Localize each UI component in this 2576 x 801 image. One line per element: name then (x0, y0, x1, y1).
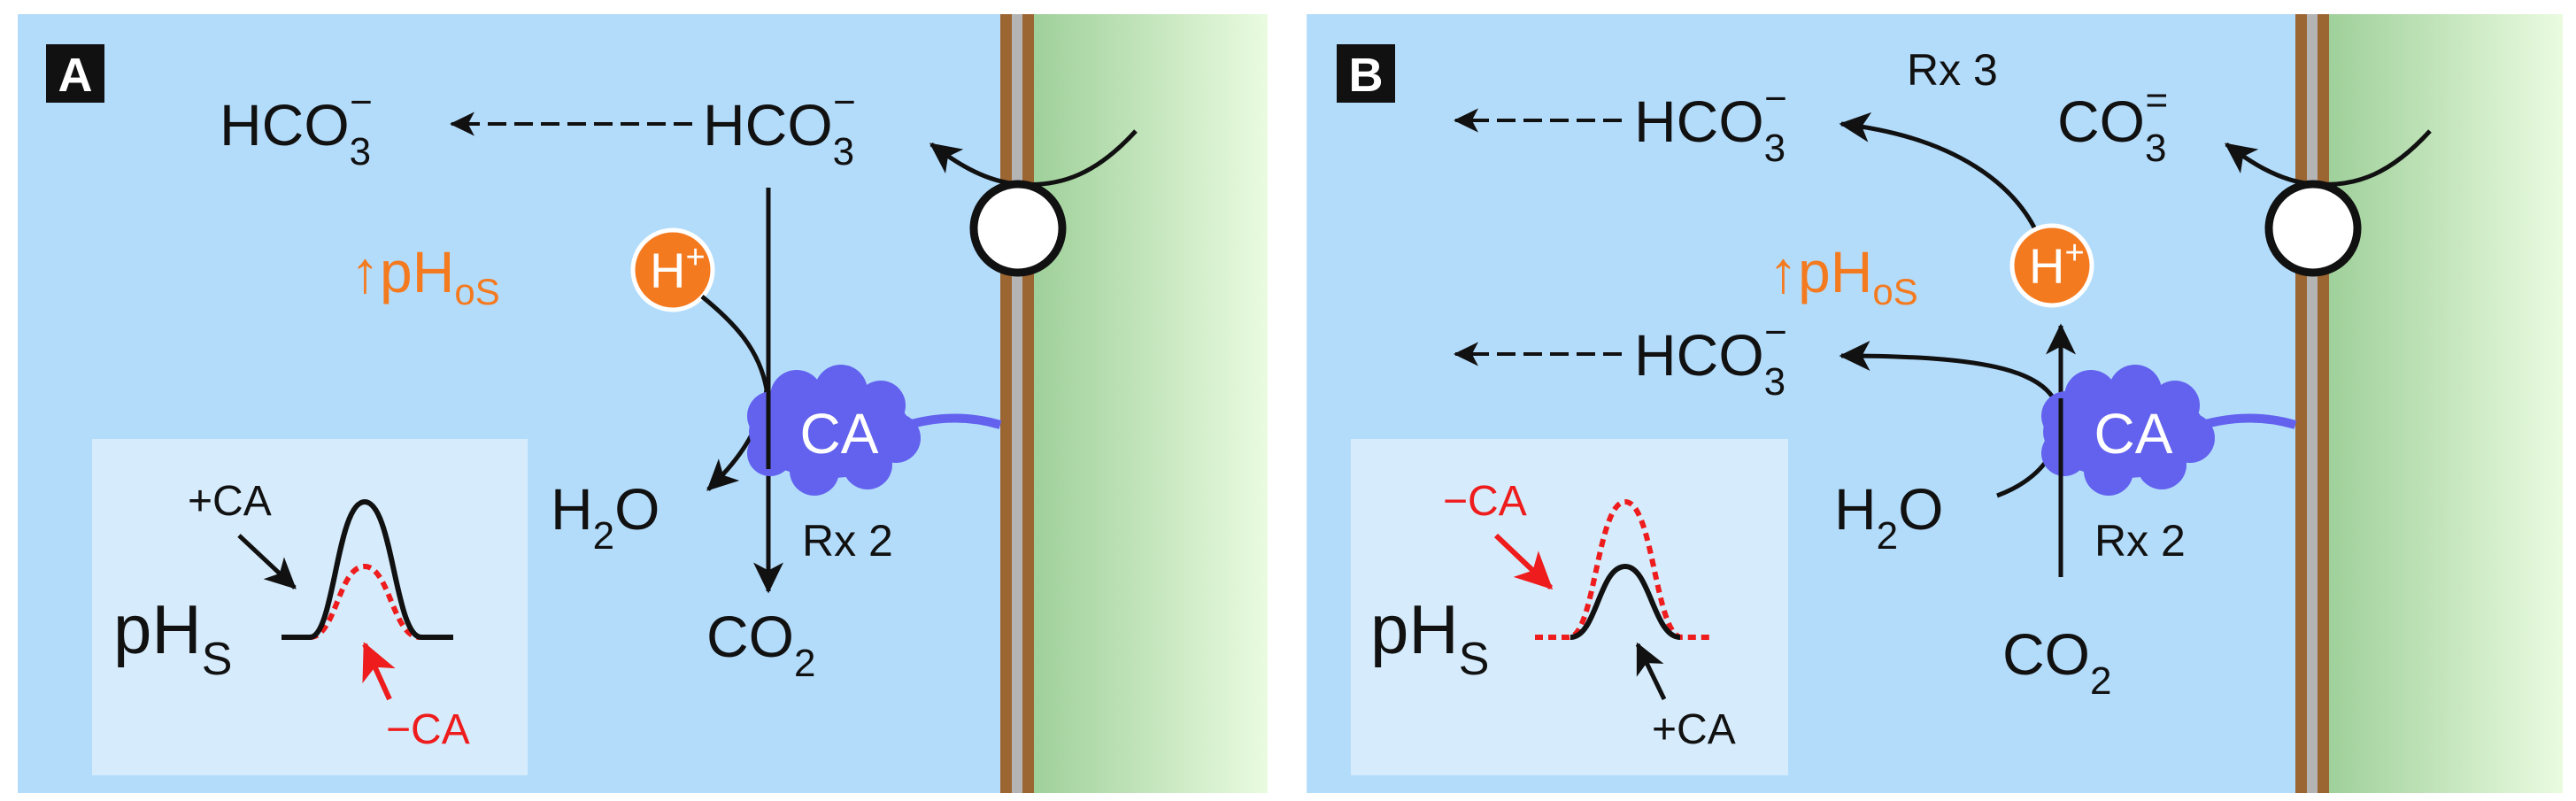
inset-b: pHS −CA +CA (1351, 439, 1788, 775)
inset-b-minus-ca-trace (1535, 498, 1710, 640)
inset-a-minus-ca-label: −CA (386, 706, 470, 753)
reaction-2-label-a: Rx 2 (802, 516, 893, 566)
water-label-a: H2O (551, 476, 660, 558)
proton-label-b: H+ (2029, 235, 2085, 294)
bicarbonate-near-label: HCO3− (703, 81, 856, 173)
panel-a-membrane (1000, 14, 1034, 793)
panel-b: B HCO3− Rx 3 CO3= ↑pHoS H+ HCO3− (1307, 14, 2563, 793)
carbonic-anhydrase-enzyme-a (747, 365, 921, 496)
panel-a-label-box (46, 44, 104, 103)
inset-a-plus-ca-arrow (237, 534, 297, 589)
panel-b-membrane (2295, 14, 2329, 793)
panel-b-label-box (1337, 44, 1395, 103)
inset-a-plus-ca-label: +CA (188, 478, 272, 525)
inset-a-plus-ca-trace (282, 498, 453, 640)
reaction-3-label: Rx 3 (1907, 45, 1998, 95)
co2-label-b: CO2 (2002, 621, 2111, 703)
inset-a: pHS +CA −CA (92, 439, 528, 775)
ph-surface-label-b: ↑pHoS (1769, 239, 1918, 312)
carbonic-anhydrase-enzyme-b (2041, 365, 2215, 496)
panel-a-cell-interior (1034, 14, 1268, 793)
inset-a-ph-label: pHS (113, 590, 232, 685)
inset-a-minus-ca-trace (309, 563, 420, 640)
bicarbonate-far-label: HCO3− (220, 81, 373, 173)
inset-b-plus-ca-arrow (1635, 642, 1667, 701)
water-label-b: H2O (1834, 476, 1944, 558)
enzyme-label-a: CA (800, 402, 879, 466)
inset-a-box (92, 439, 528, 775)
co2-label-a: CO2 (706, 604, 815, 685)
inset-b-box (1351, 439, 1788, 775)
inset-b-minus-ca-arrow (1493, 533, 1554, 590)
inset-b-minus-ca-label: −CA (1443, 478, 1527, 525)
proton-circle-a (630, 227, 715, 312)
proton-circle-b (2009, 223, 2094, 308)
inset-b-plus-ca-trace (1570, 563, 1681, 640)
bicarbonate-top-label: HCO3− (1634, 77, 1787, 170)
transporter-circle-b (2264, 180, 2362, 277)
transporter-circle-a (969, 180, 1067, 277)
bicarbonate-mid-label: HCO3− (1634, 311, 1787, 404)
panel-b-label: B (1349, 49, 1384, 102)
ph-surface-label-a: ↑pHoS (351, 239, 500, 312)
panel-a-label: A (58, 49, 93, 102)
reaction-3-arrow (1839, 112, 2043, 242)
inset-a-minus-ca-arrow (362, 642, 396, 701)
proton-join-curve-a (700, 295, 769, 390)
inset-b-ph-label: pHS (1370, 590, 1489, 685)
proton-label-a: H+ (650, 239, 706, 298)
reaction-2-label-b: Rx 2 (2094, 516, 2186, 566)
panel-a: A HCO3− HCO3− ↑pHoS H+ (18, 14, 1268, 793)
inset-b-plus-ca-label: +CA (1652, 706, 1736, 753)
panel-b-cell-interior (2329, 14, 2563, 793)
carbonate-label: CO3= (2057, 79, 2168, 170)
enzyme-label-b: CA (2094, 402, 2173, 466)
